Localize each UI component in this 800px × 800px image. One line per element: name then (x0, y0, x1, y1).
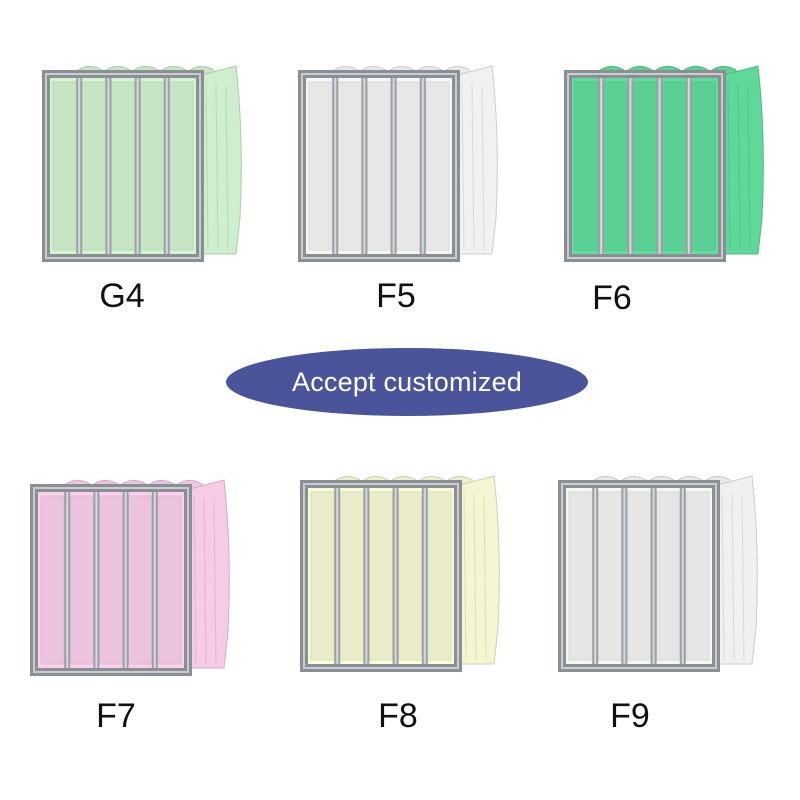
filter-image-f9 (558, 475, 758, 672)
accept-customized-text: Accept customized (292, 366, 522, 397)
grade-label-f9: F9 (610, 697, 650, 735)
accept-customized-badge: Accept customized (226, 348, 588, 416)
grade-label-f7: F7 (96, 697, 136, 735)
grade-label-f6: F6 (592, 279, 632, 317)
filter-image-f5 (298, 65, 498, 262)
grade-label-f5: F5 (376, 277, 416, 315)
filter-image-f7 (30, 479, 230, 676)
filter-image-f6 (564, 65, 764, 262)
filter-image-g4 (42, 65, 242, 262)
grade-label-f8: F8 (378, 697, 418, 735)
grade-label-g4: G4 (99, 277, 145, 315)
filter-image-f8 (300, 475, 500, 672)
